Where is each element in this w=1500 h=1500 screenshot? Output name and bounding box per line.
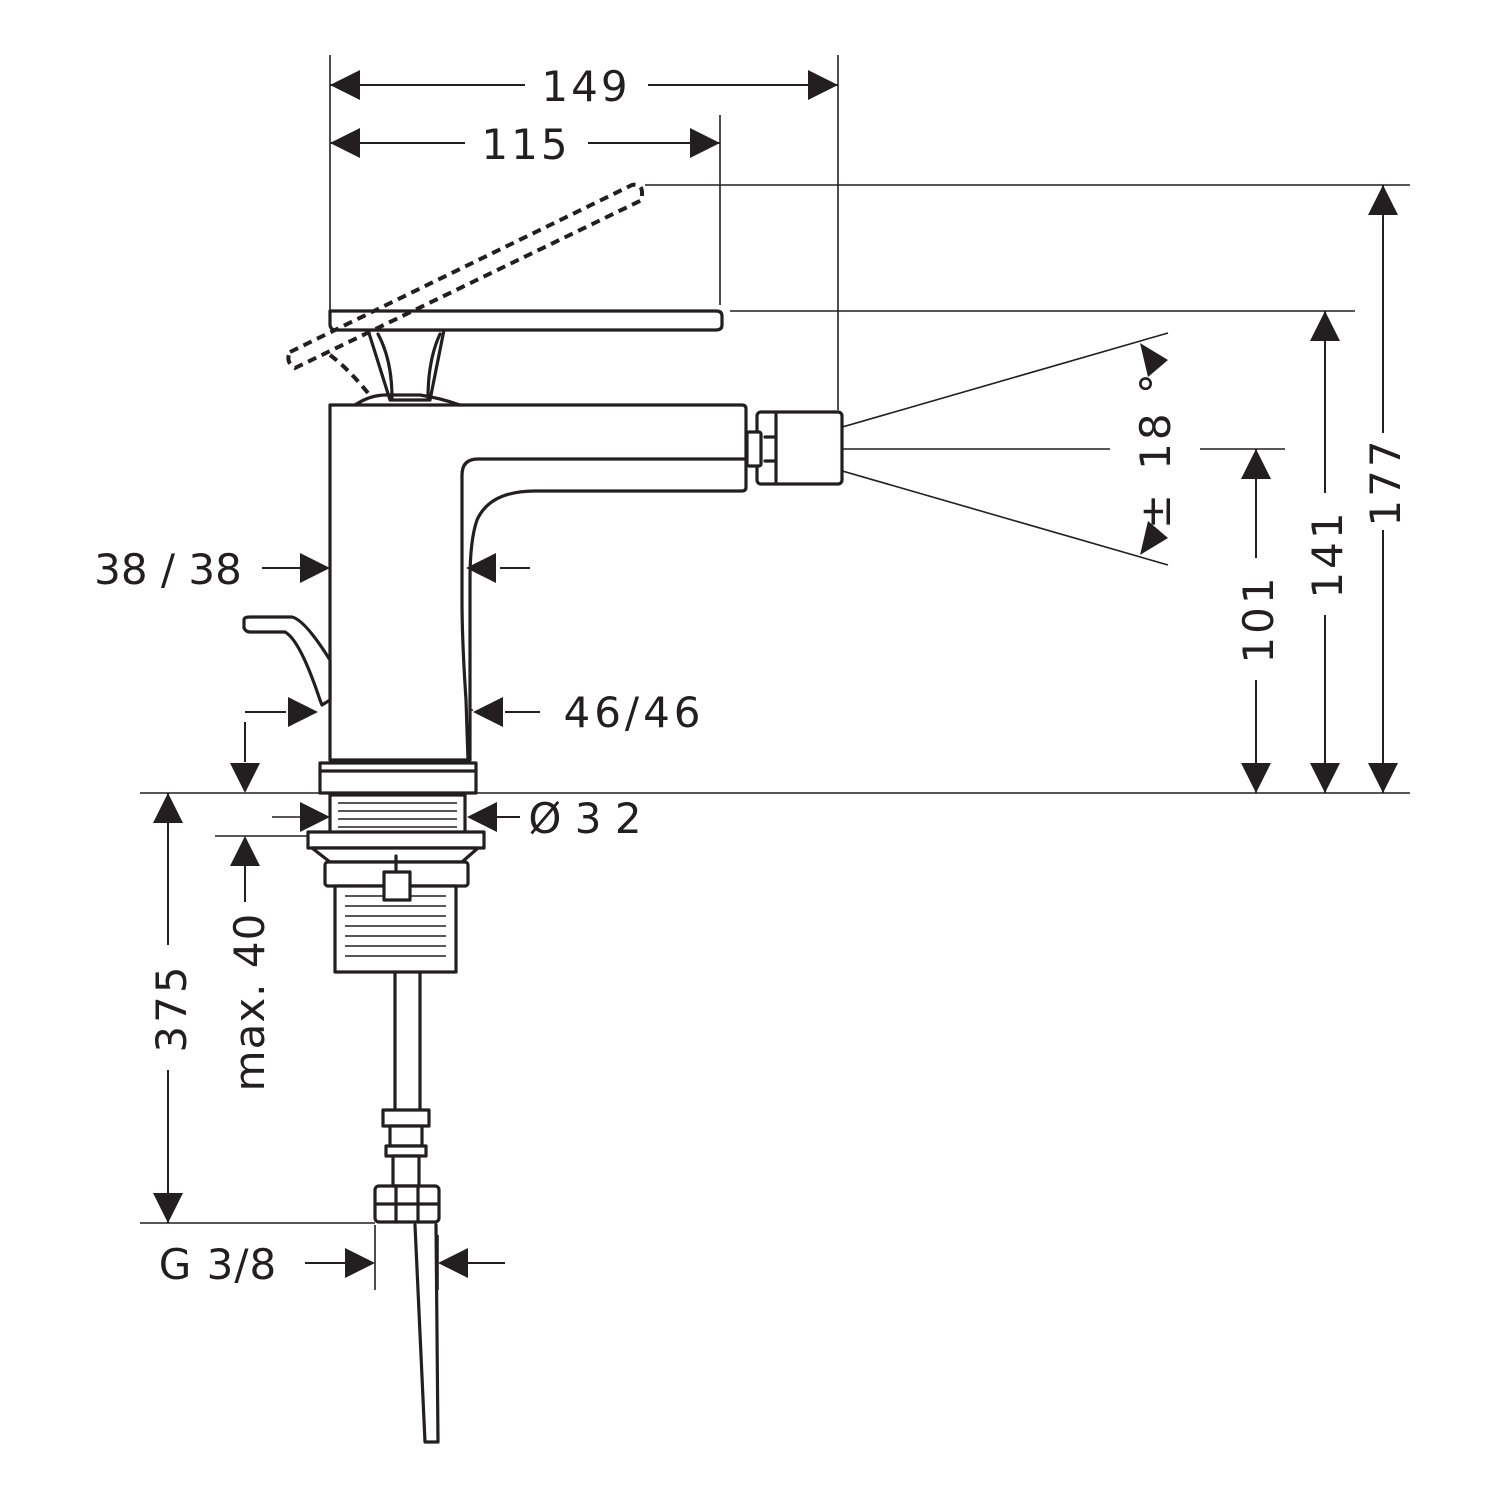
dimension-hole-diameter: Ø 3 2 xyxy=(300,794,642,843)
body-width-lower-label: 46/46 xyxy=(563,688,704,737)
dimension-body-width-lower: 46/46 xyxy=(245,688,704,737)
dimension-connection-thread: G 3/8 xyxy=(159,1240,505,1289)
overall-width-label: 149 xyxy=(541,62,630,111)
height-outlet-label: 101 xyxy=(1234,574,1283,663)
spray-angle-tolerance: ± xyxy=(1131,491,1180,529)
popup-rod xyxy=(242,615,332,707)
base-ring xyxy=(318,761,478,795)
lever-open-dashed xyxy=(286,182,644,400)
spray-angle-value: 18 ° xyxy=(1131,370,1180,470)
height-lever-closed-label: 141 xyxy=(1303,509,1352,598)
dimension-body-width-upper: 38 / 38 xyxy=(94,545,530,594)
mounting-shank xyxy=(306,793,486,974)
dimension-max-deck-thickness: max. 40 xyxy=(225,722,274,1091)
dimension-spray-angle: 18 ° ± xyxy=(1131,343,1180,555)
max-deck-thickness-label: max. 40 xyxy=(225,913,274,1092)
supply-hose xyxy=(373,970,441,1444)
dimension-shank-length: 375 xyxy=(147,793,196,1223)
lever-handle xyxy=(328,309,724,407)
body-width-upper-label: 38 / 38 xyxy=(94,545,242,594)
dimension-height-lever-open: 177 xyxy=(1361,185,1410,793)
dimension-overall-width: 149 xyxy=(330,62,838,111)
shank-length-label: 375 xyxy=(147,963,196,1052)
hole-diameter-label: Ø 3 2 xyxy=(528,794,641,843)
dimension-height-lever-closed: 141 xyxy=(1303,311,1352,793)
connection-thread-label: G 3/8 xyxy=(159,1240,278,1289)
lever-reach-label: 115 xyxy=(481,120,570,169)
tap-body xyxy=(328,403,844,762)
dimension-lever-reach: 115 xyxy=(330,120,720,169)
height-lever-open-label: 177 xyxy=(1361,437,1410,526)
dimension-height-outlet: 101 xyxy=(1234,449,1283,793)
spray-angle-lines xyxy=(779,332,1169,566)
